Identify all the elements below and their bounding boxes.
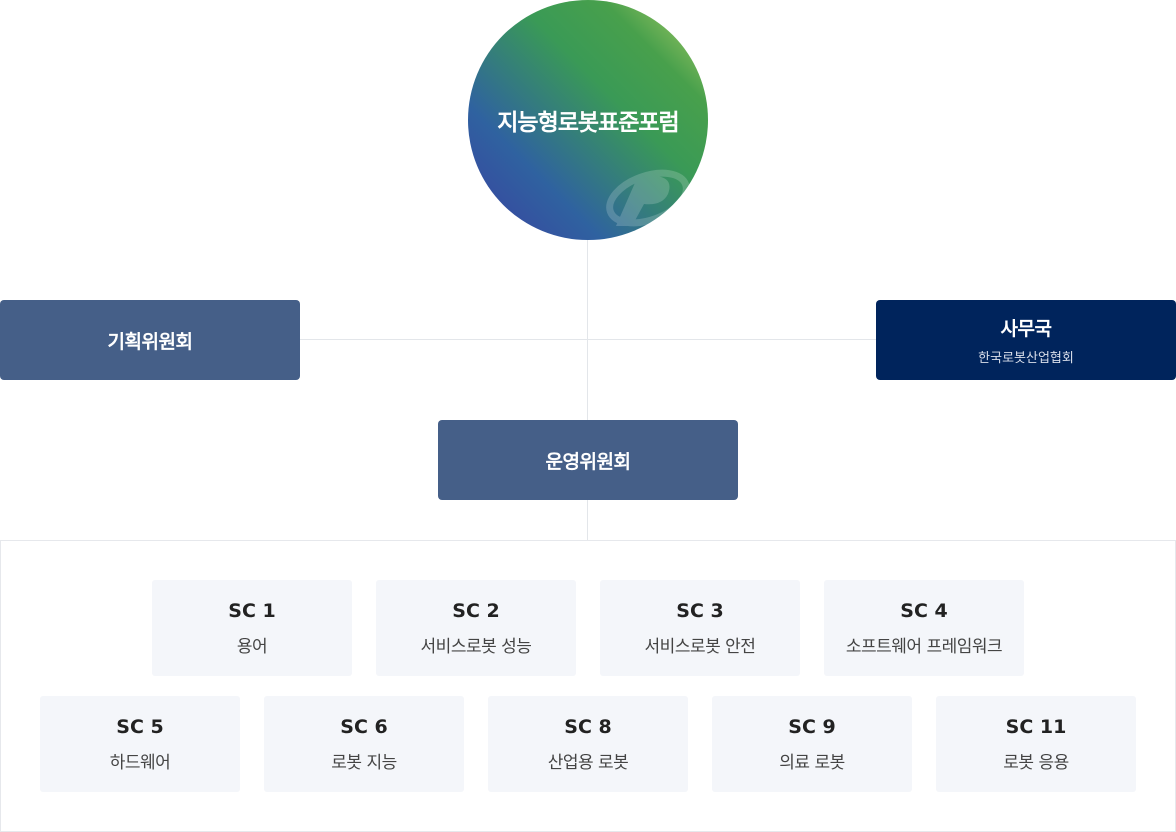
sc-code: SC 11 <box>1005 715 1067 738</box>
sc-code: SC 5 <box>116 715 164 738</box>
sc-name: 서비스로봇 성능 <box>420 636 532 657</box>
sc-code: SC 3 <box>676 599 724 622</box>
sc-name: 로봇 응용 <box>1003 752 1069 773</box>
subcommittee-panel: SC 1 용어 SC 2 서비스로봇 성능 SC 3 서비스로봇 안전 SC 4… <box>0 540 1176 832</box>
sc-code: SC 4 <box>900 599 948 622</box>
sc-name: 의료 로봇 <box>779 752 845 773</box>
sc-name: 산업용 로봇 <box>547 752 629 773</box>
sc-code: SC 1 <box>228 599 276 622</box>
sc-card: SC 1 용어 <box>152 580 352 676</box>
planning-committee-box: 기획위원회 <box>0 300 300 380</box>
forum-circle: 지능형로봇표준포럼 <box>468 0 708 240</box>
sc-code: SC 6 <box>340 715 388 738</box>
planning-committee-title: 기획위원회 <box>107 330 193 353</box>
sc-name: 로봇 지능 <box>331 752 397 773</box>
sc-card: SC 8 산업용 로봇 <box>488 696 688 792</box>
secretariat-subtitle: 한국로봇산업협회 <box>978 351 1074 366</box>
forum-logo-watermark-icon <box>606 169 690 227</box>
sc-code: SC 9 <box>788 715 836 738</box>
connector-horizontal <box>300 339 876 340</box>
sc-card: SC 4 소프트웨어 프레임워크 <box>824 580 1024 676</box>
operating-committee-box: 운영위원회 <box>438 420 738 500</box>
sc-name: 소프트웨어 프레임워크 <box>845 636 1003 657</box>
sc-card: SC 5 하드웨어 <box>40 696 240 792</box>
sc-card: SC 2 서비스로봇 성능 <box>376 580 576 676</box>
sc-card: SC 6 로봇 지능 <box>264 696 464 792</box>
secretariat-title: 사무국 <box>1000 318 1052 340</box>
sc-card: SC 11 로봇 응용 <box>936 696 1136 792</box>
sc-name: 하드웨어 <box>109 752 171 773</box>
sc-card: SC 3 서비스로봇 안전 <box>600 580 800 676</box>
sc-name: 용어 <box>236 636 268 657</box>
sc-code: SC 2 <box>452 599 500 622</box>
forum-title: 지능형로봇표준포럼 <box>497 110 679 136</box>
sc-card: SC 9 의료 로봇 <box>712 696 912 792</box>
connector-vertical-bottom <box>587 500 588 540</box>
sc-name: 서비스로봇 안전 <box>644 636 756 657</box>
secretariat-box: 사무국 한국로봇산업협회 <box>876 300 1176 380</box>
connector-vertical-top <box>587 240 588 420</box>
operating-committee-title: 운영위원회 <box>545 450 631 473</box>
sc-code: SC 8 <box>564 715 612 738</box>
